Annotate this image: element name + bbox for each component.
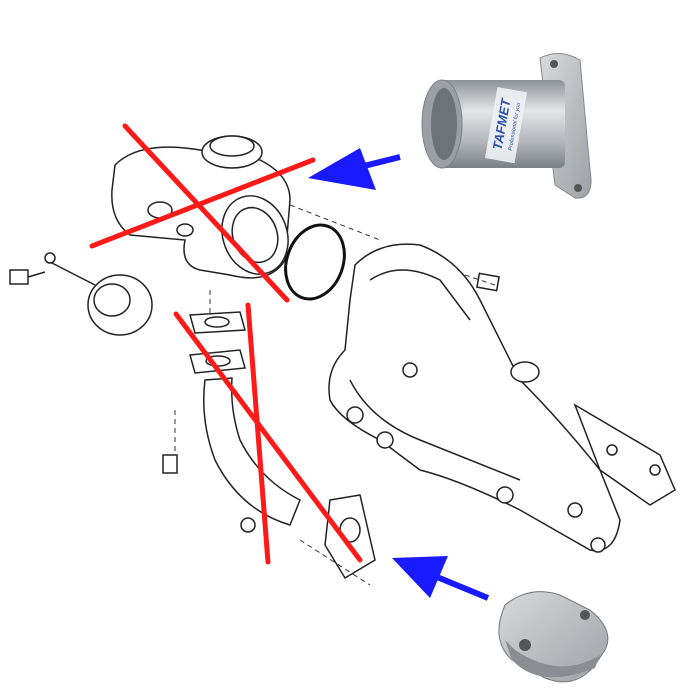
arrow-to-pipe-icon (308, 148, 401, 190)
tafmet-logo: TAFMET Professional for you (484, 87, 528, 164)
o-ring (284, 223, 346, 301)
exhaust-manifold-drawing (328, 243, 676, 553)
egr-valve-drawing (111, 135, 291, 279)
cross-out-pipe (173, 302, 363, 565)
assembly-guide-lines (174, 204, 496, 586)
actuator-drawing (9, 252, 153, 336)
egr-pipe-drawing (162, 311, 376, 580)
arrow-to-plate-icon (392, 556, 490, 601)
blanking-plate-photo (498, 591, 609, 683)
replacement-pipe-photo: TAFMET Professional for you (421, 53, 592, 199)
cross-out-valve (89, 123, 316, 303)
